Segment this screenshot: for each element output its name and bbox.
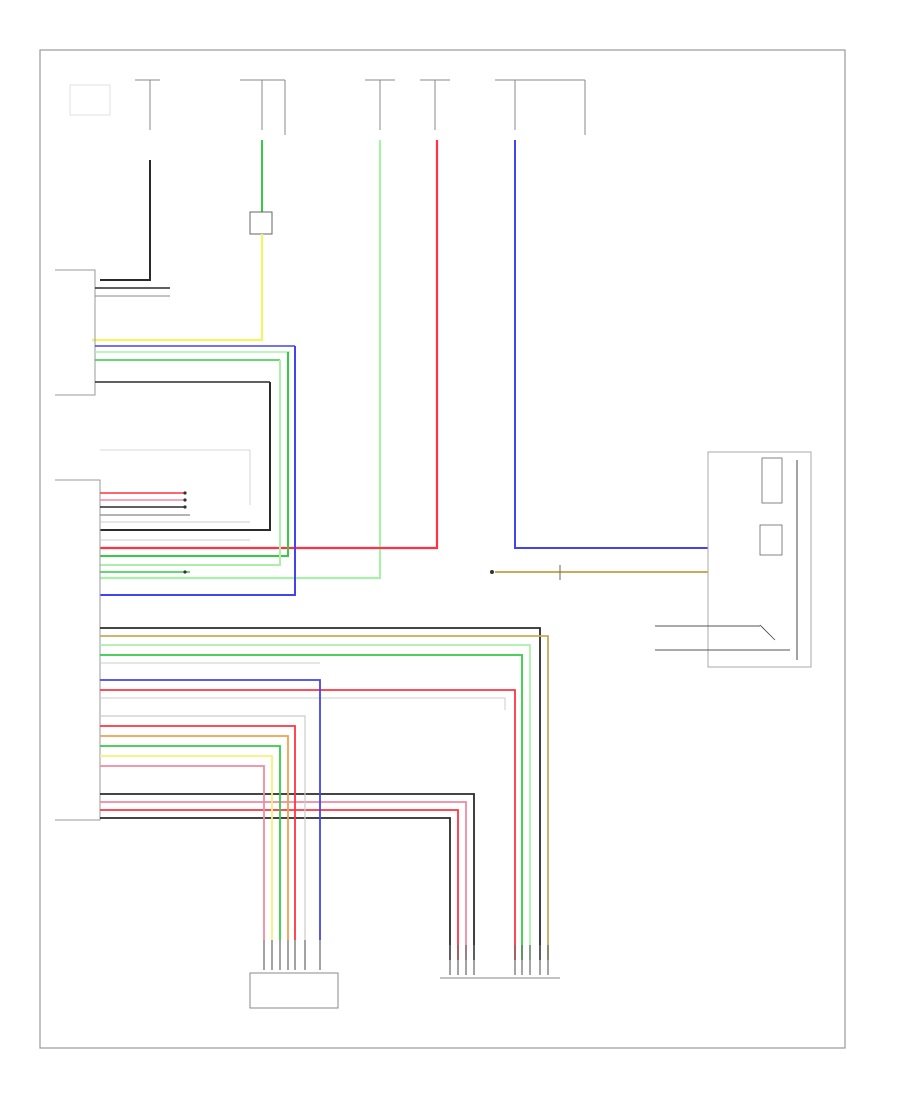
power-source-group (69, 79, 586, 135)
sensor-harness-left (100, 679, 321, 940)
switch-ground-node (490, 570, 494, 574)
right-sensor-pins (449, 945, 549, 975)
wire-black-1 (100, 160, 151, 281)
main-ecu-connector (55, 449, 251, 821)
wire-lightgreen-1 (100, 360, 281, 566)
upper-left-connector (55, 269, 295, 396)
wire-blue-2 (100, 346, 296, 596)
wire-red-1 (100, 140, 439, 550)
wire-green-2 (100, 140, 382, 580)
wire-yellow-1 (92, 234, 264, 342)
wire-blue-1 (514, 140, 708, 549)
left-sensor-pins (263, 940, 321, 970)
right-control-module (707, 451, 812, 668)
sensor-harness-right (100, 627, 549, 960)
junction-connector (249, 211, 273, 235)
diagram-border (39, 49, 846, 1049)
wire-black-2 (100, 382, 271, 531)
wire-green-3 (100, 352, 289, 557)
left-sensor-connector (249, 972, 339, 1009)
